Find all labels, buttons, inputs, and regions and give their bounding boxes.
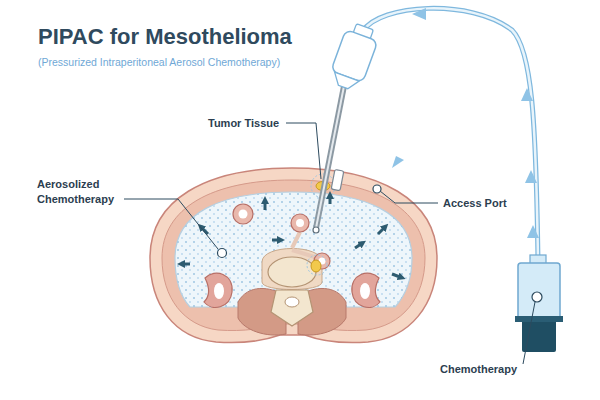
aerosol-arrow (183, 197, 400, 277)
access-port (316, 86, 344, 228)
access-port (316, 86, 344, 228)
nebulizer (327, 21, 381, 93)
chemo-reservoir (515, 255, 563, 352)
kidney (360, 283, 370, 299)
kidney (204, 273, 380, 307)
kidney (204, 273, 232, 307)
abdomen-cross-section (150, 168, 437, 343)
leader-line (523, 302, 535, 364)
aerosol-arrow (355, 244, 361, 248)
leader-line (124, 123, 535, 364)
callout-label: Access Port (443, 196, 507, 211)
leader-dot (218, 185, 543, 302)
spine (238, 249, 346, 336)
flow-arrow (525, 170, 537, 183)
flow-arrow (412, 8, 426, 20)
tumor (307, 255, 327, 275)
chemo-reservoir (518, 263, 560, 319)
kidney (352, 273, 380, 307)
spine (271, 290, 313, 326)
callout-label: Aerosolized Chemotherapy (37, 177, 137, 207)
intestine (233, 204, 253, 224)
leader-line (124, 199, 218, 249)
aerosol-arrow (183, 263, 190, 266)
abdomen-cross-section (162, 180, 425, 331)
access-port (313, 227, 319, 233)
flow-arrow (392, 156, 404, 168)
diagram-title: PIPAC for Mesothelioma (38, 24, 292, 50)
flow-arrow (521, 88, 533, 101)
kidney (214, 283, 224, 299)
flow-arrow (527, 225, 539, 238)
aerosol-arrow (272, 239, 279, 242)
intestine (296, 219, 304, 227)
intestine (292, 232, 318, 258)
aerosol-arrow (378, 228, 384, 234)
chemo-reservoir (515, 316, 563, 322)
tumor (311, 260, 321, 272)
nebulizer (331, 72, 359, 91)
callout-label: Tumor Tissue (208, 116, 279, 131)
intestine (239, 210, 248, 219)
leader-line (286, 123, 321, 179)
access-port (313, 86, 344, 233)
chemo-reservoir (522, 318, 556, 352)
leader-line (380, 191, 438, 203)
spine (268, 257, 316, 287)
leader-dot (532, 292, 542, 302)
leader-dot (373, 185, 381, 193)
aerosol-arrow (264, 202, 267, 210)
intestine (233, 204, 330, 269)
access-port (331, 169, 344, 190)
spine (285, 297, 299, 307)
subtitle: (Pressurized Intraperitoneal Aerosol Che… (38, 56, 280, 68)
callout-label: Chemotherapy (440, 362, 517, 377)
aerosol-arrow (392, 274, 400, 277)
aerosol-arrow (329, 197, 332, 204)
leader-dot (218, 249, 227, 258)
intestine (291, 214, 309, 232)
abdomen-cross-section (150, 168, 437, 343)
